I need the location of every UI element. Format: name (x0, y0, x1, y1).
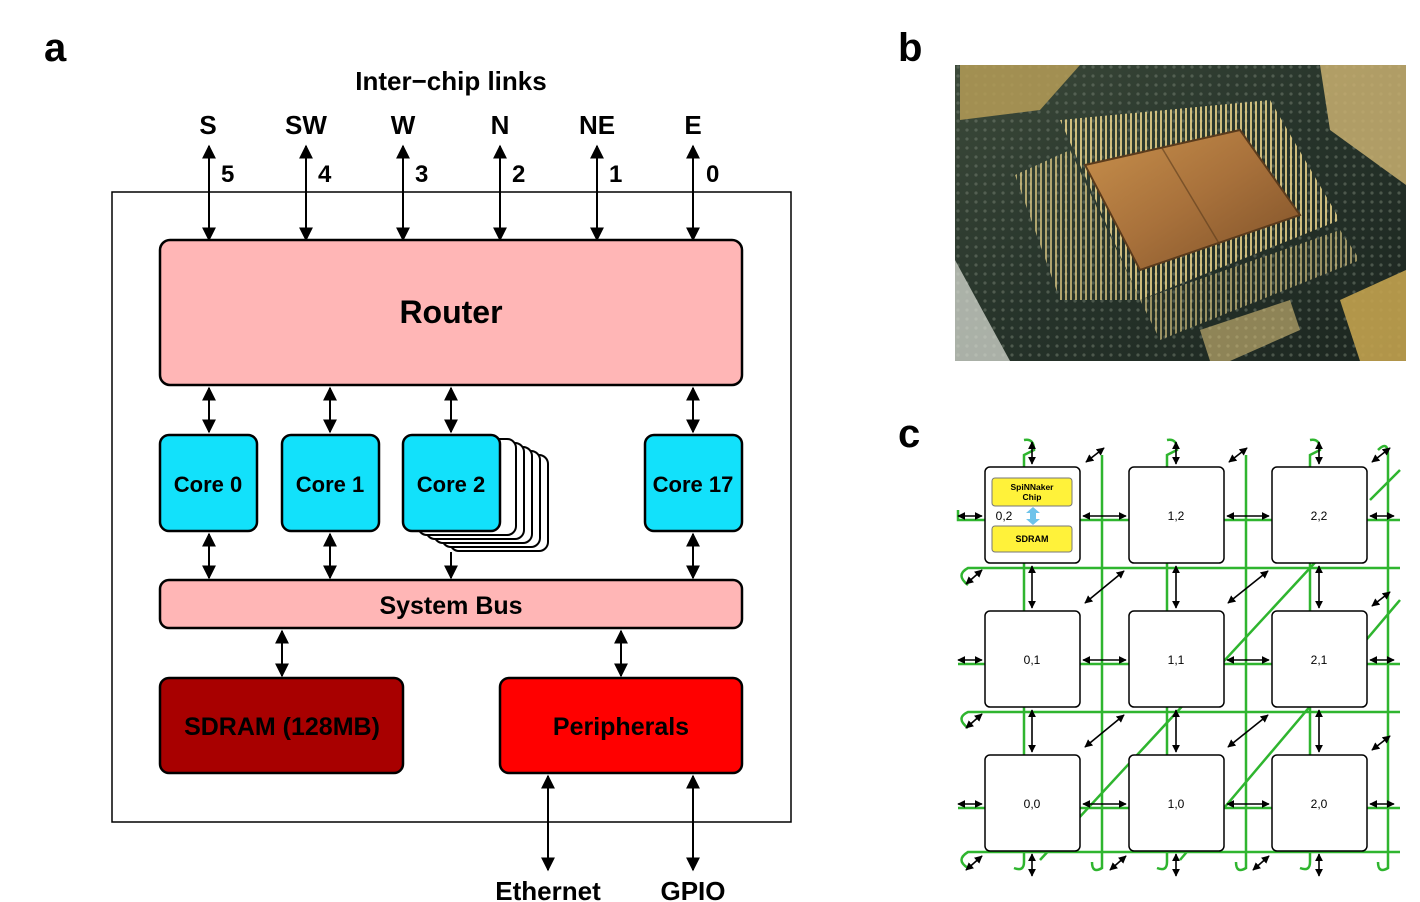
chip-inset-label-1: SpiNNaker (1011, 482, 1055, 492)
node-label-2-0: 2,0 (1311, 797, 1328, 811)
grid-nodes (984, 466, 1368, 852)
link-w: W 3 (391, 110, 428, 242)
link-ne: NE 1 (579, 110, 622, 242)
core-2-label: Core 2 (417, 472, 485, 497)
core-1-label: Core 1 (296, 472, 364, 497)
node-2-1 (1271, 610, 1368, 708)
link-num-5: 5 (221, 161, 234, 188)
sdram-inset-label: SDRAM (1016, 534, 1049, 544)
link-n: N 2 (491, 110, 525, 242)
link-dir-e: E (684, 110, 701, 140)
router-block (158, 238, 744, 387)
node-1-2 (1128, 466, 1225, 564)
node-0-0 (984, 754, 1081, 852)
link-s: S 5 (199, 110, 234, 242)
core-2-block (401, 433, 502, 533)
peripherals-label: Peripherals (553, 713, 689, 741)
link-dir-w: W (391, 110, 416, 140)
link-dir-ne: NE (579, 110, 615, 140)
node-label-0-1: 0,1 (1024, 653, 1041, 667)
node-label-1-1: 1,1 (1168, 653, 1185, 667)
core-1-block (280, 433, 381, 533)
link-e: E 0 (684, 110, 719, 242)
link-num-0: 0 (706, 161, 719, 188)
sdram-label: SDRAM (128MB) (184, 713, 380, 741)
panel-label-a: a (44, 26, 67, 70)
gpio-label: GPIO (660, 876, 725, 902)
core-17-block (643, 433, 744, 533)
chip-inset-label-2: Chip (1023, 492, 1042, 502)
node-label-2-2: 2,2 (1311, 509, 1328, 523)
system-bus-label: System Bus (379, 592, 522, 620)
core-17-label: Core 17 (653, 472, 734, 497)
router-label: Router (399, 294, 502, 330)
link-dir-s: S (199, 110, 216, 140)
panel-label-b: b (898, 26, 923, 70)
panel-label-c: c (898, 412, 921, 456)
link-num-1: 1 (609, 161, 622, 188)
link-num-4: 4 (318, 161, 332, 188)
node-label-1-2: 1,2 (1168, 509, 1185, 523)
link-num-3: 3 (415, 161, 428, 188)
node-1-0 (1128, 754, 1225, 852)
link-num-2: 2 (512, 161, 525, 188)
chip-inset: SpiNNaker Chip SDRAM (991, 477, 1073, 553)
core-0-block (158, 433, 259, 533)
link-sw: SW 4 (285, 110, 332, 242)
system-bus-block (158, 578, 744, 630)
link-dir-sw: SW (285, 110, 327, 140)
node-label-2-1: 2,1 (1311, 653, 1328, 667)
node-2-0 (1271, 754, 1368, 852)
node-label-0-0: 0,0 (1024, 797, 1041, 811)
chip-outline (111, 191, 792, 823)
grid-links (957, 441, 1395, 877)
node-0-1 (984, 610, 1081, 708)
node-1-1 (1128, 610, 1225, 708)
node-label-1-0: 1,0 (1168, 797, 1185, 811)
inter-chip-title: Inter−chip links (355, 66, 546, 96)
link-dir-n: N (491, 110, 510, 140)
core-0-label: Core 0 (174, 472, 242, 497)
ethernet-label: Ethernet (495, 876, 601, 902)
peripherals-block (498, 676, 744, 775)
node-2-2 (1271, 466, 1368, 564)
node-label-0-2: 0,2 (996, 509, 1013, 523)
sdram-block (158, 676, 405, 775)
